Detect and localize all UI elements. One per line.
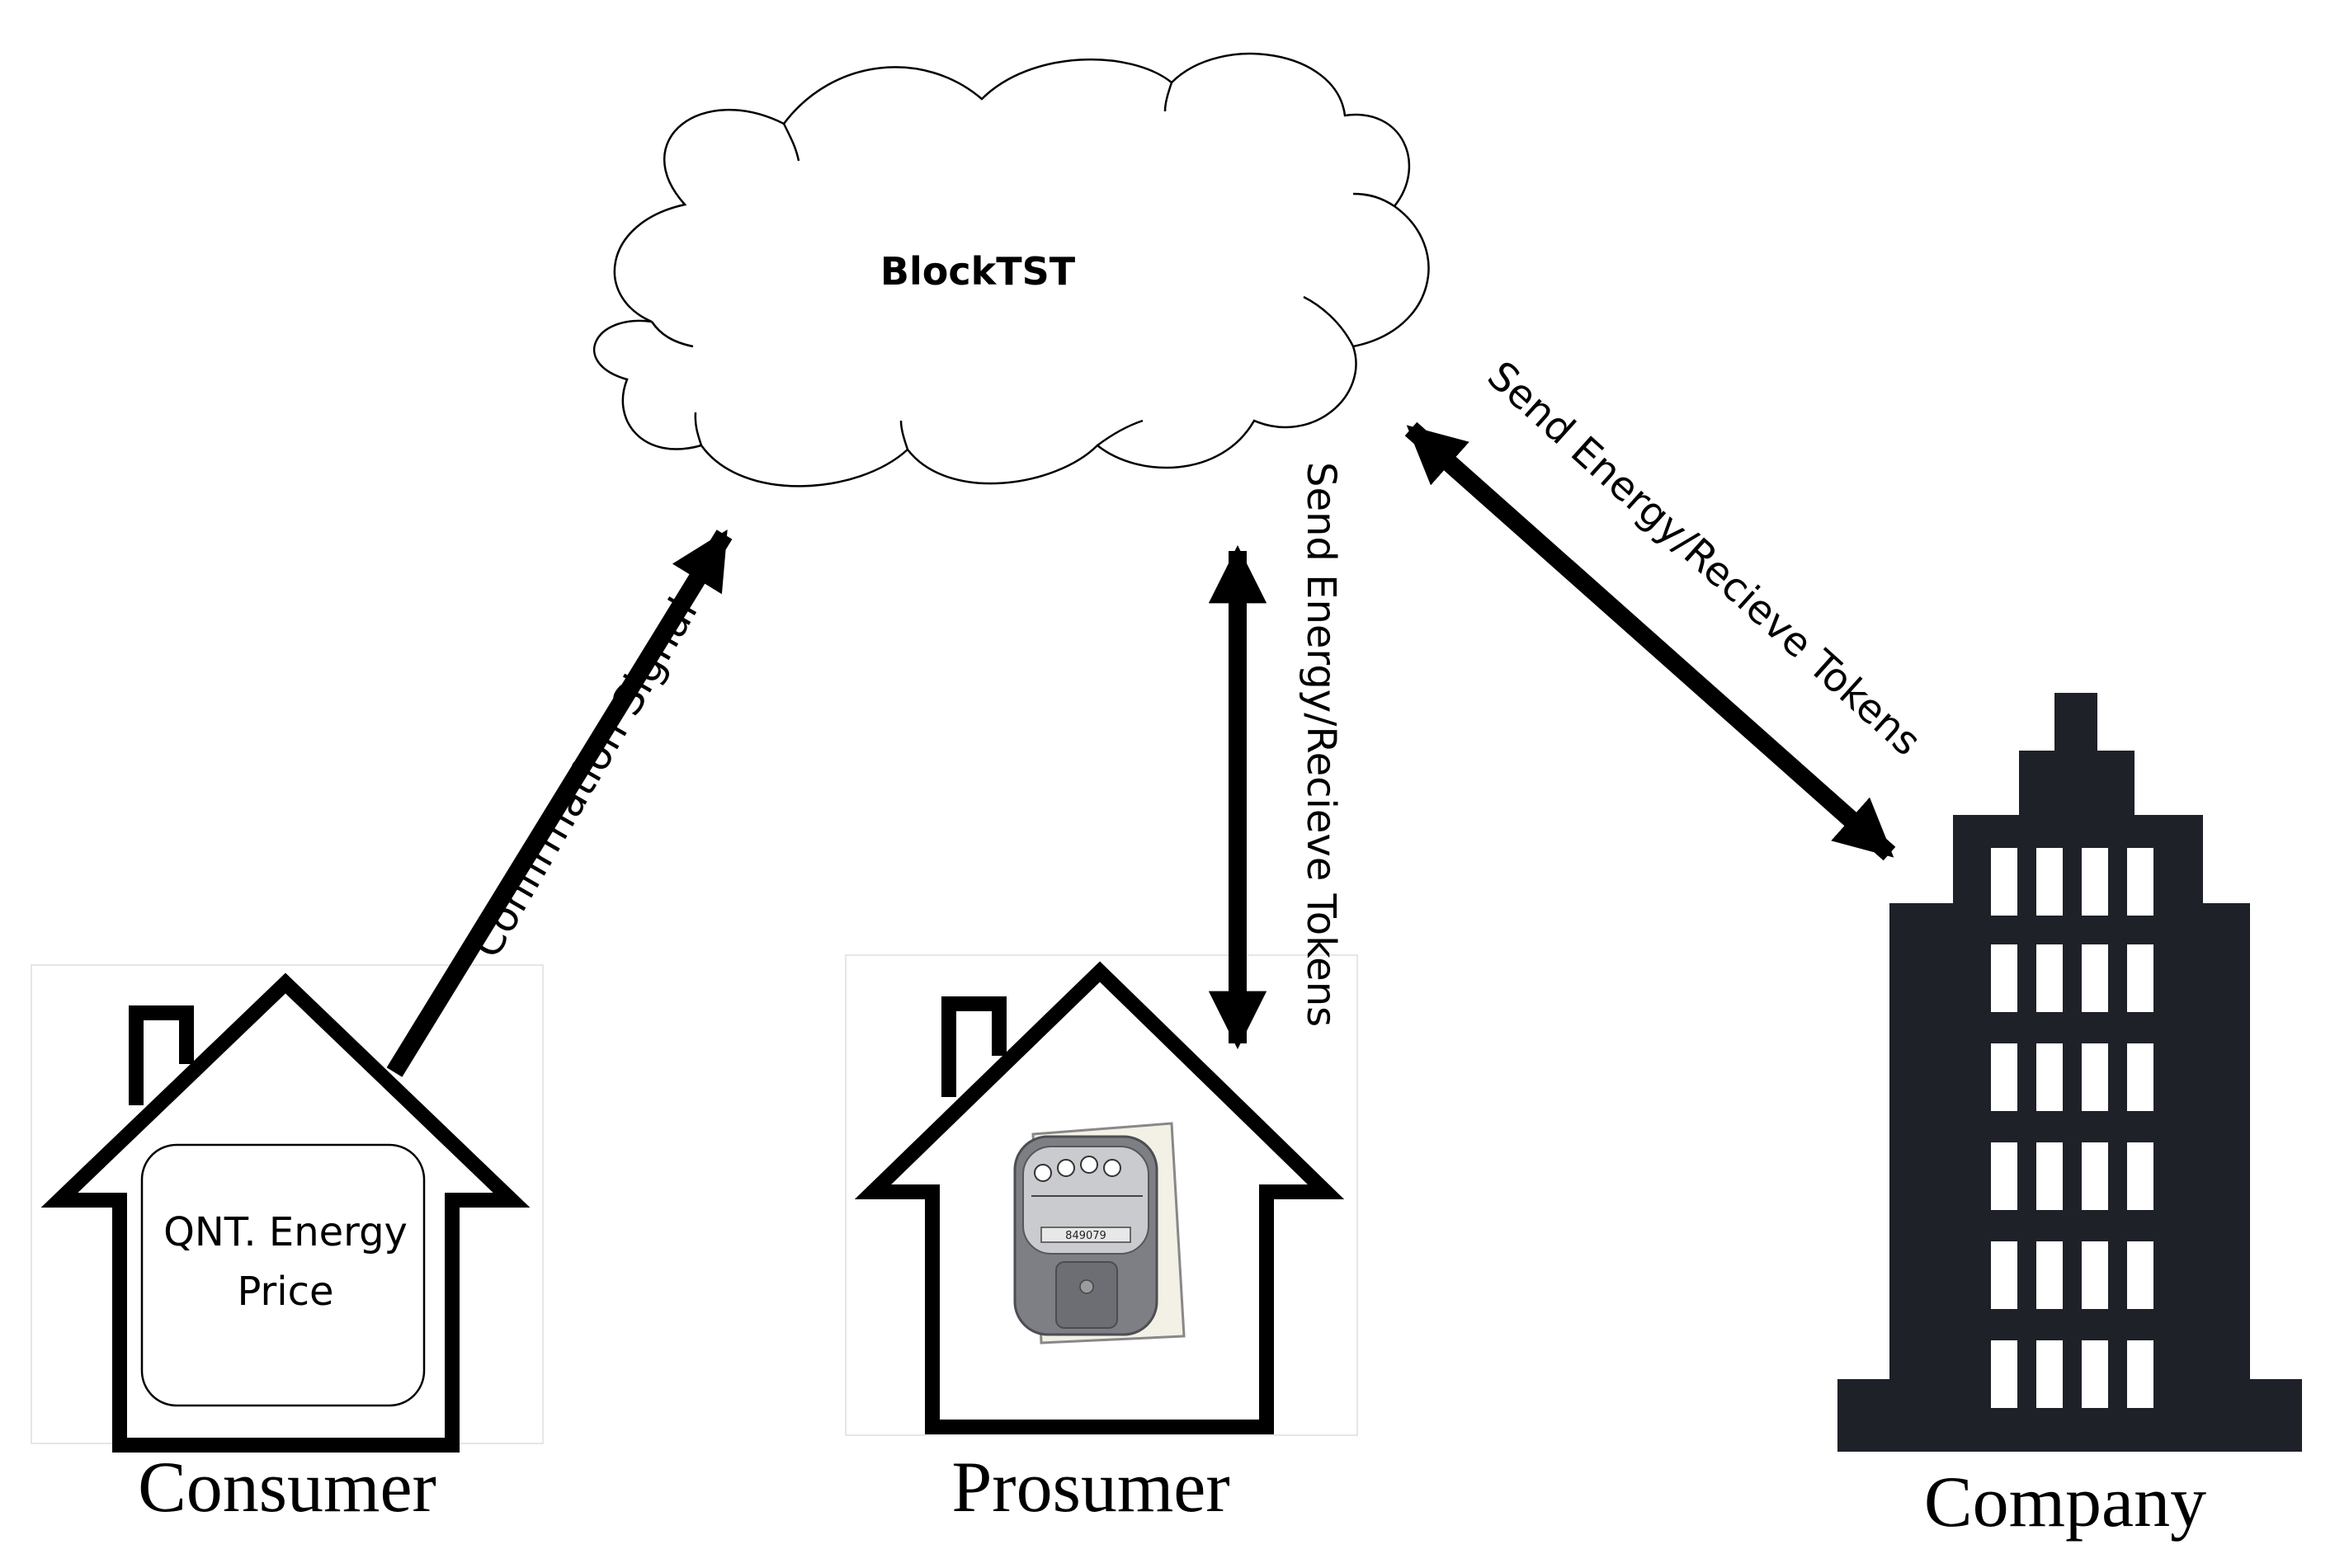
cloud-outline — [592, 52, 1430, 487]
cloud-detail-arc-6 — [1352, 192, 1395, 208]
cloud-detail-arc-8 — [782, 123, 800, 162]
meter-dial-1 — [1034, 1164, 1052, 1182]
building-window — [2082, 848, 2108, 916]
building-window — [2127, 1043, 2153, 1111]
consumer-to-cloud-edge: Confirmation Signal — [386, 529, 733, 1077]
building-silhouette — [1837, 693, 2302, 1452]
building-window — [2036, 1241, 2063, 1309]
building-window — [1991, 1340, 2017, 1408]
building-window — [2127, 944, 2153, 1012]
building-window — [1991, 1241, 2017, 1309]
company-node: Company — [1837, 693, 2302, 1542]
building-window — [1991, 944, 2017, 1012]
building-window — [1991, 848, 2017, 916]
consumer-box-line2: Price — [237, 1269, 333, 1315]
blocktst-cloud: BlockTST — [592, 52, 1430, 487]
consumer-box-line1: QNT. Energy — [163, 1209, 408, 1255]
building-window — [2127, 1142, 2153, 1210]
building-window — [2127, 1340, 2153, 1408]
consumer-price-box — [140, 1143, 426, 1407]
prosumer-label: Prosumer — [951, 1448, 1229, 1528]
cloud-detail-arc-1 — [650, 321, 694, 348]
meter-seal — [1079, 1279, 1094, 1294]
building-window — [2082, 1142, 2108, 1210]
building-window — [2036, 1043, 2063, 1111]
prosumer-cloud-edge: Send Energy/Recieve Tokens — [1208, 462, 1344, 1050]
meter-dial-3 — [1080, 1156, 1098, 1174]
cloud-detail-arc-5 — [1303, 295, 1355, 347]
electric-meter-icon: 849079 — [1013, 1122, 1186, 1344]
prosumer-node: 849079 Prosumer — [845, 954, 1358, 1528]
consumer-node: QNT. Energy Price Consumer — [31, 964, 544, 1528]
prosumer-edge-label: Send Energy/Recieve Tokens — [1298, 462, 1344, 1027]
meter-readout — [1040, 1227, 1131, 1243]
cloud-label: BlockTST — [880, 249, 1076, 294]
consumer-house-icon: QNT. Energy Price — [40, 972, 531, 1453]
prosumer-chimney — [941, 996, 1007, 1097]
prosumer-frame — [845, 954, 1358, 1436]
building-window — [1991, 1043, 2017, 1111]
consumer-chimney — [129, 1005, 194, 1105]
confirmation-signal-label: Confirmation Signal — [462, 590, 707, 966]
building-window — [2127, 848, 2153, 916]
building-window — [2036, 1142, 2063, 1210]
building-window — [2036, 944, 2063, 1012]
cloud-detail-arc-2 — [694, 412, 703, 446]
meter-dial-4 — [1103, 1159, 1121, 1177]
building-window — [2036, 1340, 2063, 1408]
confirmation-signal-arrow — [386, 529, 733, 1077]
building-windows — [1991, 848, 2153, 1408]
office-building-icon — [1837, 693, 2302, 1452]
building-window — [2082, 944, 2108, 1012]
building-window — [2082, 1043, 2108, 1111]
company-bidirectional-arrow — [1404, 421, 1896, 861]
meter-digits: 849079 — [1065, 1230, 1106, 1242]
cloud-detail-arc-4 — [1097, 419, 1144, 447]
building-window — [2127, 1241, 2153, 1309]
cloud-detail-arc-3 — [899, 420, 909, 450]
consumer-label: Consumer — [138, 1448, 436, 1528]
meter-base — [1055, 1261, 1118, 1329]
building-window — [2082, 1340, 2108, 1408]
company-label: Company — [1924, 1462, 2206, 1542]
building-window — [1991, 1142, 2017, 1210]
building-window — [2036, 848, 2063, 916]
building-window — [2082, 1241, 2108, 1309]
company-cloud-edge: Send Energy/Recieve Tokens — [1404, 352, 1930, 861]
cloud-detail-arc-7 — [1163, 82, 1173, 112]
meter-dial-2 — [1057, 1159, 1075, 1177]
